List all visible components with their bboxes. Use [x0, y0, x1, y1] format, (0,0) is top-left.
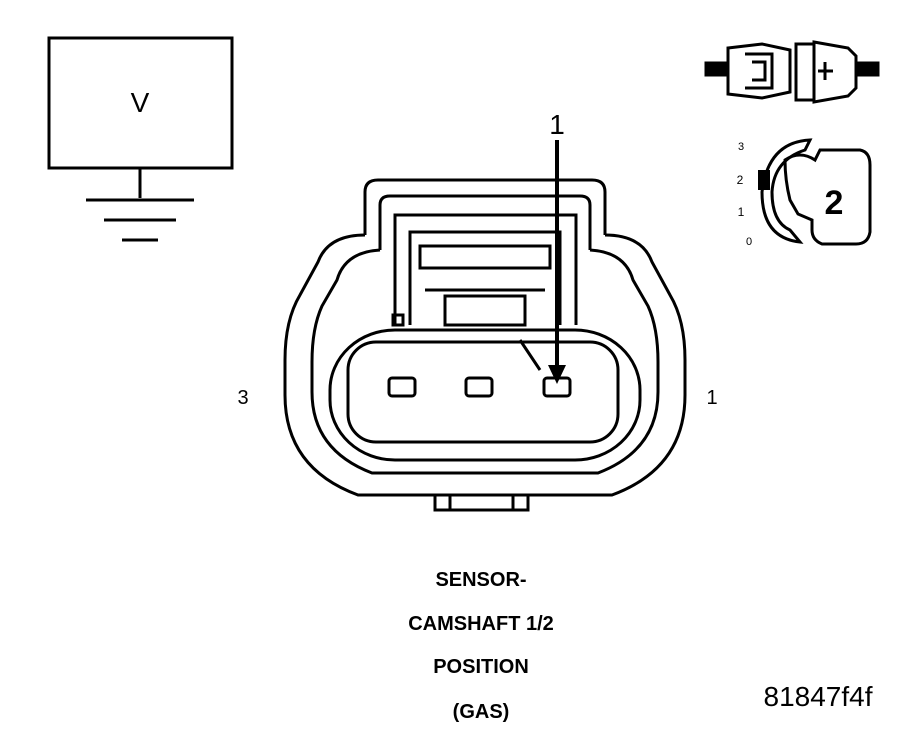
- figure-id: 81847f4f: [764, 681, 873, 712]
- caption-line-2: CAMSHAFT 1/2: [408, 613, 554, 635]
- voltmeter-symbol: V: [47, 36, 234, 170]
- pin-terminals: [387, 376, 572, 398]
- caption-line-3: POSITION: [433, 656, 529, 678]
- position-scale-2: 2: [737, 173, 744, 187]
- position-scale-3: 3: [738, 141, 744, 153]
- position-scale-1: 1: [738, 205, 745, 219]
- right-pin-label: 1: [706, 387, 717, 409]
- position-scale-0: 0: [746, 236, 752, 248]
- position-number: 2: [825, 184, 844, 222]
- caption: SENSOR- CAMSHAFT 1/2 POSITION (GAS): [408, 569, 554, 723]
- left-pin-label: 3: [237, 387, 248, 409]
- connector-plug-icon: [704, 40, 880, 104]
- voltmeter-label: V: [131, 87, 150, 118]
- view-position-icon: 3 2 1 0 2: [737, 138, 872, 248]
- pin-3-terminal: [387, 376, 417, 398]
- pin-callout-label: 1: [549, 109, 565, 140]
- caption-line-4: (GAS): [453, 701, 510, 723]
- connector-face: [283, 178, 687, 512]
- caption-line-1: SENSOR-: [435, 569, 526, 591]
- pin-callout-arrow: [548, 140, 566, 384]
- ground-icon: [86, 168, 194, 242]
- pin-2-terminal: [464, 376, 494, 398]
